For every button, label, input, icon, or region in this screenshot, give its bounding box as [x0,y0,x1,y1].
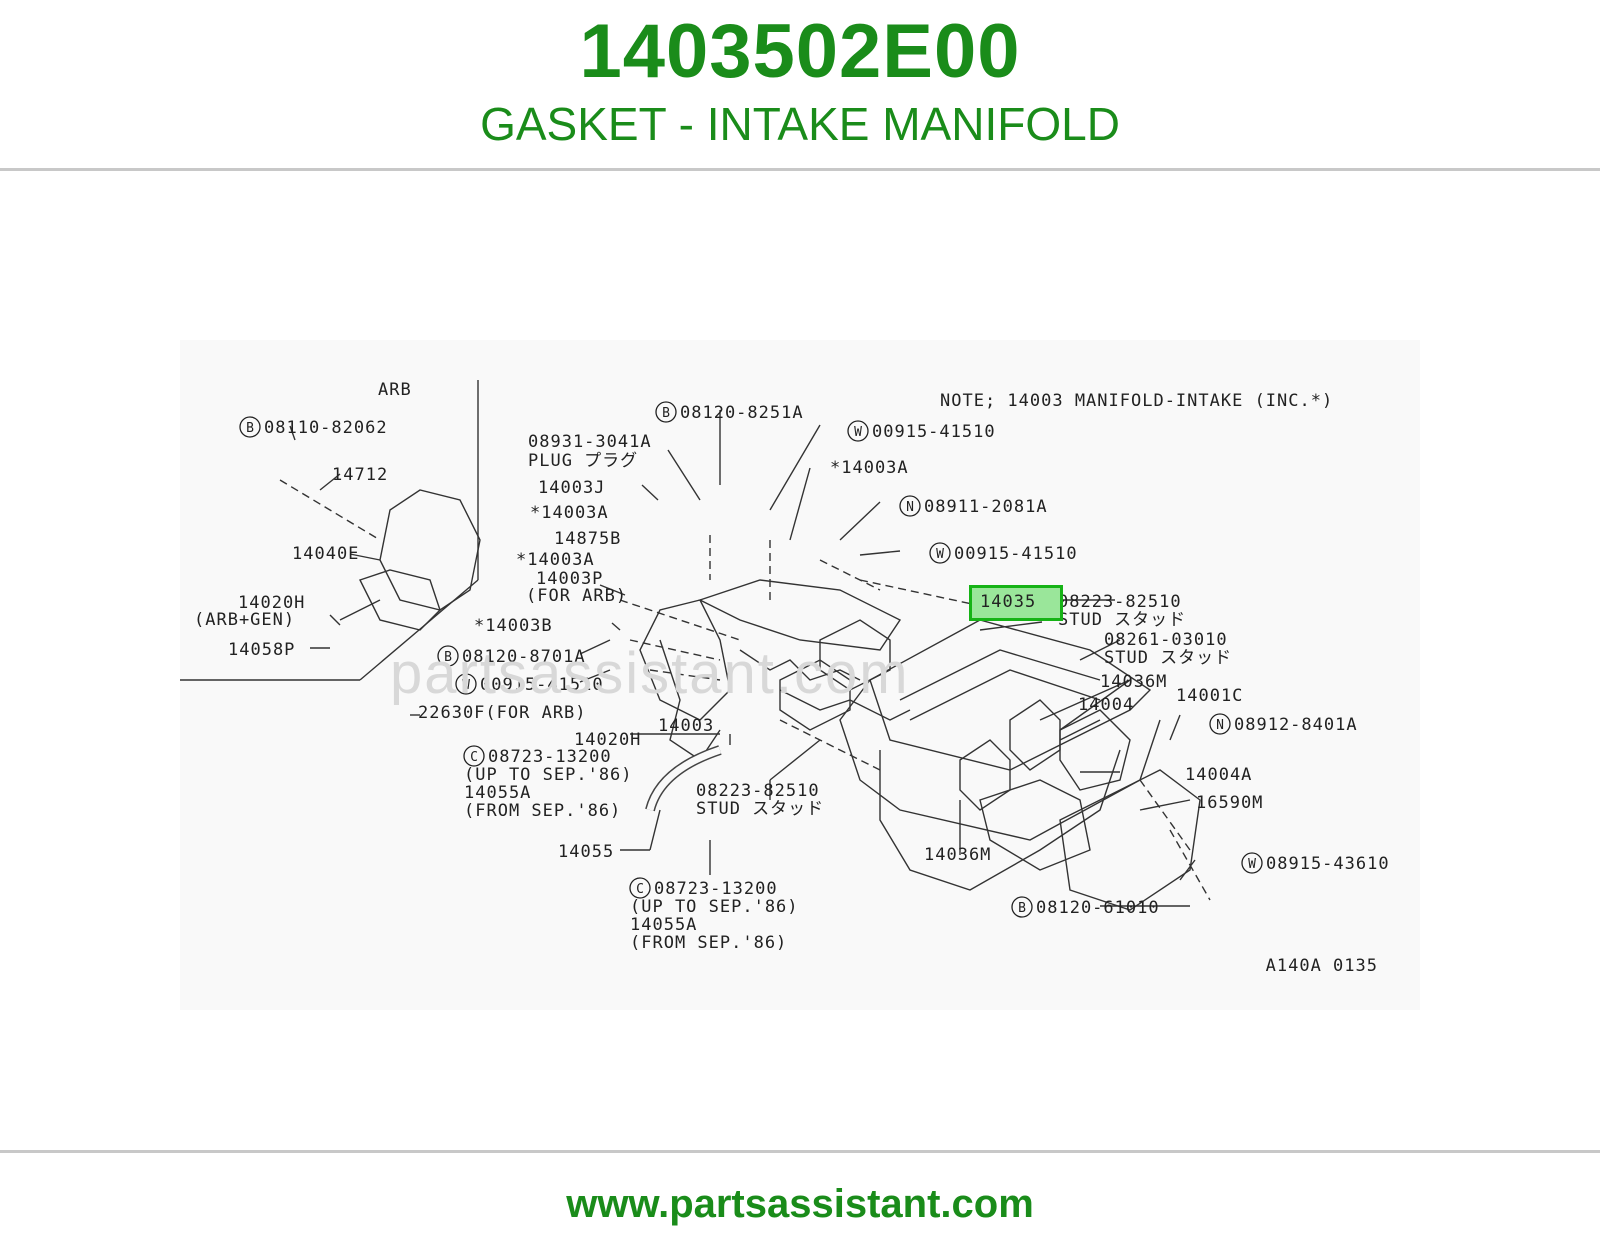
part-callout-label: 14040E [292,544,359,564]
part-callout-label: 14875B [554,529,621,549]
part-callout-label: (UP TO SEP.'86) [630,897,799,917]
part-callout-label: 14003J [538,478,605,498]
fastener-type-badge: B [655,401,677,423]
part-callout-label: 14055A [464,783,531,803]
part-callout-label: 14020H [574,730,641,750]
part-callout-label: 00915-41510 [480,675,604,695]
fastener-type-badge: W [847,420,869,442]
header-divider [0,168,1600,171]
part-number: 1403502E00 [579,9,1021,94]
part-callout-label: STUD スタッド [1104,648,1232,668]
part-callout-label: 14055 [558,842,614,862]
part-callout-label: (UP TO SEP.'86) [464,765,633,785]
part-callout-label: *14003B [474,616,553,636]
highlighted-part-label: 14035 [980,592,1037,612]
callout-labels: ARB NOTE; 14003 MANIFOLD-INTAKE (INC.*) A1… [194,380,1390,976]
part-callout-label: 08120-8251A [680,403,804,423]
svg-text:W: W [854,425,862,440]
part-callout-label: *14003A [530,503,609,523]
part-callout-label: 14036M [1100,672,1167,692]
part-callout-label: 14003P [536,569,603,589]
part-callout-label: PLUG プラグ [528,451,638,471]
part-callout-label: 00915-41510 [872,422,996,442]
part-callout-label: 14055A [630,915,697,935]
fastener-type-badge: W [455,673,477,695]
part-callout-label: 14003 [658,716,714,736]
part-callout-label: (FROM SEP.'86) [464,801,621,821]
parts-diagram: ARB NOTE; 14003 MANIFOLD-INTAKE (INC.*) A1… [180,340,1420,1010]
footer-divider [0,1150,1600,1153]
diagram-drawing: ARB NOTE; 14003 MANIFOLD-INTAKE (INC.*) A1… [180,380,1390,976]
part-callout-label: (FOR ARB) [526,586,627,606]
fastener-type-badge: W [929,542,951,564]
page-header: 1403502E00 GASKET - INTAKE MANIFOLD [0,0,1600,170]
part-callout-label: (ARB+GEN) [194,610,295,630]
part-callout-label: 14058P [228,640,295,660]
part-callout-label: 08223-82510 [1058,592,1182,612]
part-callout-label: 08261-03010 [1104,630,1228,650]
part-callout-label: STUD スタッド [1058,610,1186,630]
part-callout-label: 08723-13200 [654,879,778,899]
footer-link[interactable]: www.partsassistant.com [566,1182,1034,1226]
svg-text:W: W [462,678,470,693]
part-callout-label: 14036M [924,845,991,865]
part-callout-label: (FROM SEP.'86) [630,933,787,953]
part-callout-label: 00915-41510 [954,544,1078,564]
fastener-type-badge: W [1241,852,1263,874]
svg-text:C: C [636,882,644,897]
svg-text:N: N [1216,718,1224,733]
part-callout-label: STUD スタッド [696,799,824,819]
svg-text:B: B [1018,901,1026,916]
part-callout-label: 08110-82062 [264,418,388,438]
svg-text:W: W [936,547,944,562]
part-callout-label: 14004A [1185,765,1252,785]
part-callout-label: 16590M [1196,793,1263,813]
part-callout-label: *14003A [830,458,909,478]
fastener-type-badge: N [899,495,921,517]
fastener-type-badge: B [1011,896,1033,918]
svg-text:N: N [906,500,914,515]
part-callout-label: 14020H [238,593,305,613]
part-callout-label: 08931-3041A [528,432,652,452]
part-callout-label: 08911-2081A [924,497,1048,517]
fastener-type-badge: N [1209,713,1231,735]
diagram-reference-code: A140A 0135 [1266,956,1378,976]
diagram-linework [180,380,1211,911]
diagram-note: NOTE; 14003 MANIFOLD-INTAKE (INC.*) [940,391,1333,411]
part-callout-label: 08120-8701A [462,647,586,667]
part-callout-label: 22630F(FOR ARB) [418,703,587,723]
svg-text:B: B [662,406,670,421]
part-callout-label: 08120-61010 [1036,898,1160,918]
part-callout-label: 14712 [332,465,388,485]
fastener-type-badge: C [629,877,651,899]
highlighted-part-callout[interactable]: 14035 [969,585,1063,621]
part-callout-label: 08223-82510 [696,781,820,801]
part-callout-label: *14003A [516,550,595,570]
svg-text:C: C [470,750,478,765]
part-callout-label: 08915-43610 [1266,854,1390,874]
part-callout-label: 14001C [1176,686,1243,706]
part-name: GASKET - INTAKE MANIFOLD [480,98,1120,150]
watermark: partsassistant.com [390,641,910,706]
fastener-type-badge: B [437,645,459,667]
arb-section-label: ARB [378,380,412,400]
svg-text:B: B [246,421,254,436]
part-callout-label: 14004 [1078,695,1134,715]
part-callout-label: 08723-13200 [488,747,612,767]
svg-text:W: W [1248,857,1256,872]
part-callout-label: 08912-8401A [1234,715,1358,735]
fastener-type-badge: B [239,416,261,438]
fastener-type-badge: C [463,745,485,767]
svg-text:B: B [444,650,452,665]
